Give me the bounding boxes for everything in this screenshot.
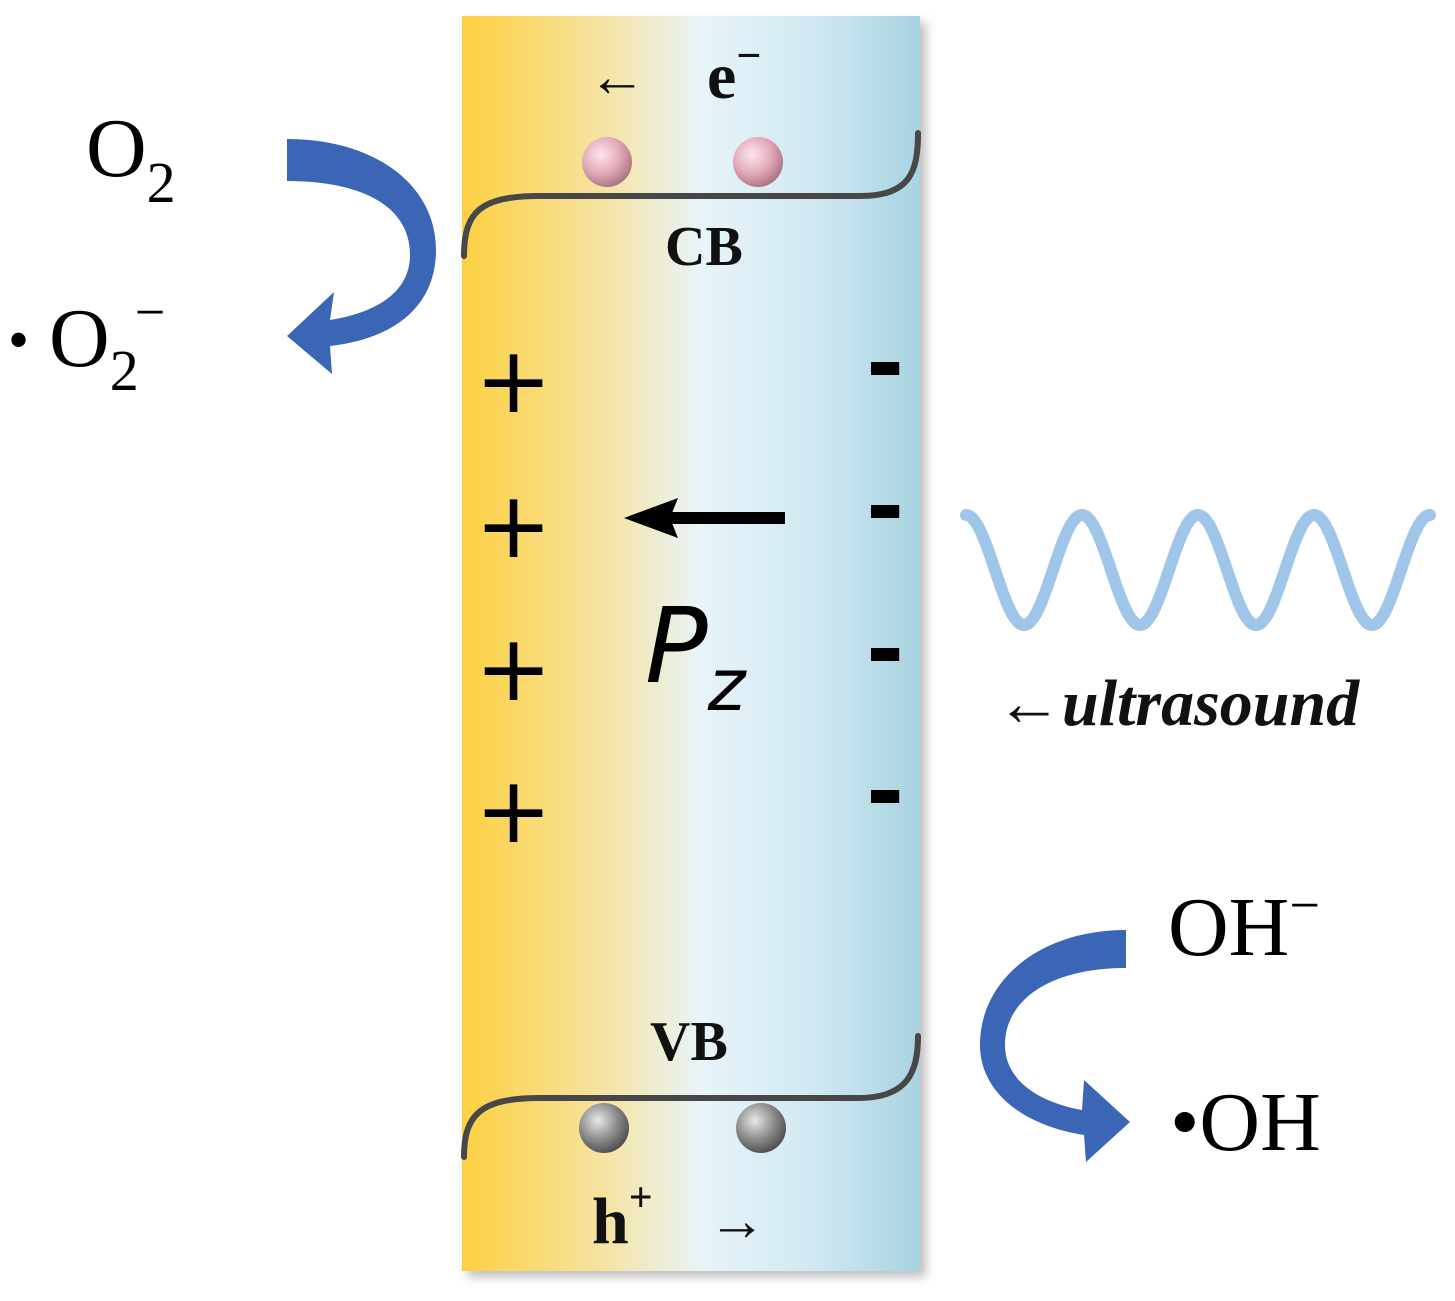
positive-charge: + <box>475 472 552 579</box>
vb-label: VB <box>650 1011 728 1073</box>
electron-arrow: ← <box>588 44 646 109</box>
positive-charge: + <box>475 327 552 434</box>
polarization-label: Pz <box>645 585 748 727</box>
hydroxide-label: OH− <box>1168 875 1320 974</box>
electron-ball <box>582 137 632 187</box>
positive-charge: + <box>475 757 552 864</box>
vb-band-line <box>461 1033 921 1160</box>
positive-charge: + <box>475 615 552 722</box>
electron-label: e− <box>707 31 761 113</box>
ultrasound-label: ←ultrasound <box>996 667 1360 740</box>
negative-charge: - <box>866 453 904 560</box>
negative-charge: - <box>866 596 904 703</box>
ultrasound-wave <box>960 508 1436 632</box>
negative-charge: - <box>866 738 904 845</box>
semiconductor-slab <box>462 16 920 1271</box>
hole-arrow: → <box>708 1188 766 1253</box>
hydroxide-oxidation-arrow <box>980 930 1130 1162</box>
electron-ball <box>733 137 783 187</box>
hole-label: h+ <box>592 1175 653 1258</box>
negative-charge: - <box>866 310 904 417</box>
polarization-arrow <box>624 498 785 538</box>
hole-ball <box>579 1103 629 1153</box>
oxygen-label: O2 <box>86 102 176 215</box>
cb-band-line <box>461 130 921 259</box>
hole-ball <box>736 1103 786 1153</box>
cb-label: CB <box>665 216 743 278</box>
oxygen-reduction-arrow <box>287 139 436 374</box>
hydroxyl-radical-label: •OH <box>1170 1076 1321 1169</box>
superoxide-label: •O2− <box>8 282 165 403</box>
